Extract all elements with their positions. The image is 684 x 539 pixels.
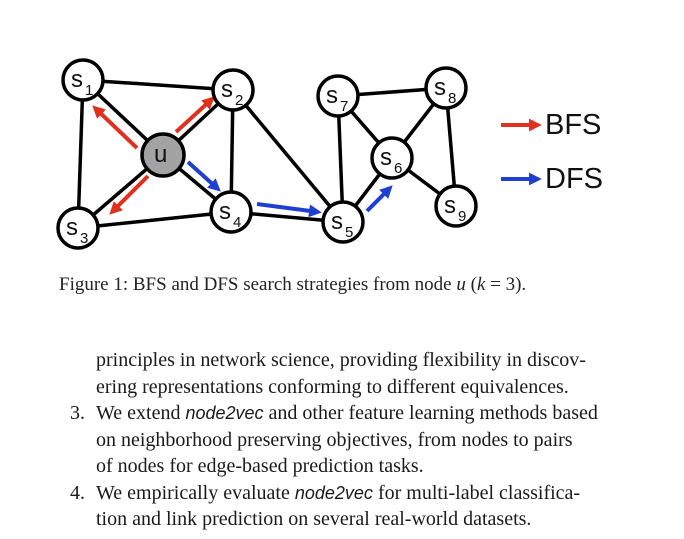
svg-text:s: s <box>221 76 233 103</box>
node-s4: s 4 <box>209 190 253 234</box>
svg-text:6: 6 <box>394 160 402 177</box>
svg-text:9: 9 <box>458 208 466 225</box>
list-item-3-line-1: 3. We extend node2vec and other feature … <box>0 400 684 427</box>
figure-caption: Figure 1: BFS and DFS search strategies … <box>59 274 526 296</box>
list-item-3-number: 3. <box>70 402 85 424</box>
svg-text:4: 4 <box>233 214 241 231</box>
list-item-4-line-2: tion and link prediction on several real… <box>96 508 532 530</box>
node-s8: s 8 <box>424 66 468 110</box>
node-s3: s 3 <box>56 206 100 250</box>
node-s1: s 1 <box>61 58 105 102</box>
continuation-line-2: ering representations conforming to diff… <box>96 375 569 398</box>
node-s2: s 2 <box>211 68 255 112</box>
list-item-4-line-1: 4. We empirically evaluate node2vec for … <box>0 480 684 507</box>
caption-equals: = 3). <box>485 274 527 295</box>
list-item-4-number: 4. <box>70 481 85 504</box>
node-s5: s 5 <box>321 200 365 244</box>
item4-method-name: node2vec <box>294 482 373 503</box>
node-u: u <box>140 132 186 178</box>
svg-text:7: 7 <box>340 98 348 115</box>
svg-text:8: 8 <box>448 90 456 107</box>
node-s6: s 6 <box>370 136 414 180</box>
dfs-arrow-s4-s5 <box>256 202 322 218</box>
caption-node-var: u <box>456 274 466 295</box>
legend-dfs-label: DFS <box>545 163 603 195</box>
svg-text:s: s <box>219 198 231 225</box>
bfs-arrow-to-s3 <box>109 174 150 215</box>
node-s7: s 7 <box>316 74 360 118</box>
edge-s2-s5 <box>231 88 345 224</box>
item4-text-a: We empirically evaluate <box>96 481 295 504</box>
list-item-3-line-2: on neighborhood preserving objectives, f… <box>96 428 573 451</box>
svg-text:s: s <box>444 192 456 219</box>
legend: BFS DFS <box>501 109 603 195</box>
svg-text:s: s <box>434 74 446 101</box>
caption-prefix: Figure 1: BFS and DFS search strategies … <box>59 274 457 295</box>
svg-text:s: s <box>66 214 78 241</box>
caption-paren: ( <box>465 274 477 295</box>
svg-text:2: 2 <box>235 92 243 109</box>
legend-bfs-label: BFS <box>545 109 601 141</box>
svg-text:3: 3 <box>80 230 88 247</box>
body-text: principles in network science, providing… <box>0 347 684 533</box>
caption-k-var: k <box>476 274 486 295</box>
bfs-arrow-to-s2 <box>174 96 215 134</box>
edge-s1-s2 <box>81 78 235 92</box>
svg-text:5: 5 <box>345 224 353 241</box>
svg-text:s: s <box>71 66 83 93</box>
edge-s1-s3 <box>76 78 85 230</box>
graph-nodes: s 1 s 2 u s 3 s 4 s 5 s 6 <box>56 58 478 250</box>
svg-text:u: u <box>154 141 167 168</box>
item3-text-a: We extend <box>96 402 186 424</box>
svg-text:s: s <box>326 82 338 109</box>
dfs-arrow-u-s4 <box>186 160 221 192</box>
node-s9: s 9 <box>434 184 478 228</box>
edge-s3-s4 <box>76 210 233 230</box>
item3-method-name: node2vec <box>185 403 264 423</box>
dfs-arrow-s5-s6 <box>365 185 393 213</box>
search-arrows <box>92 96 393 218</box>
item4-text-b: for multi-label classifica- <box>372 481 581 504</box>
svg-text:s: s <box>380 144 392 171</box>
graph-figure: s 1 s 2 u s 3 s 4 s 5 s 6 <box>56 58 603 250</box>
bfs-arrow-to-s1 <box>92 105 139 150</box>
list-item-3-line-3: of nodes for edge-based prediction tasks… <box>96 455 424 477</box>
continuation-line-1: principles in network science, providing… <box>96 349 586 371</box>
item3-text-b: and other feature learning methods based <box>263 402 598 424</box>
svg-text:s: s <box>331 208 343 235</box>
svg-text:1: 1 <box>85 82 93 99</box>
